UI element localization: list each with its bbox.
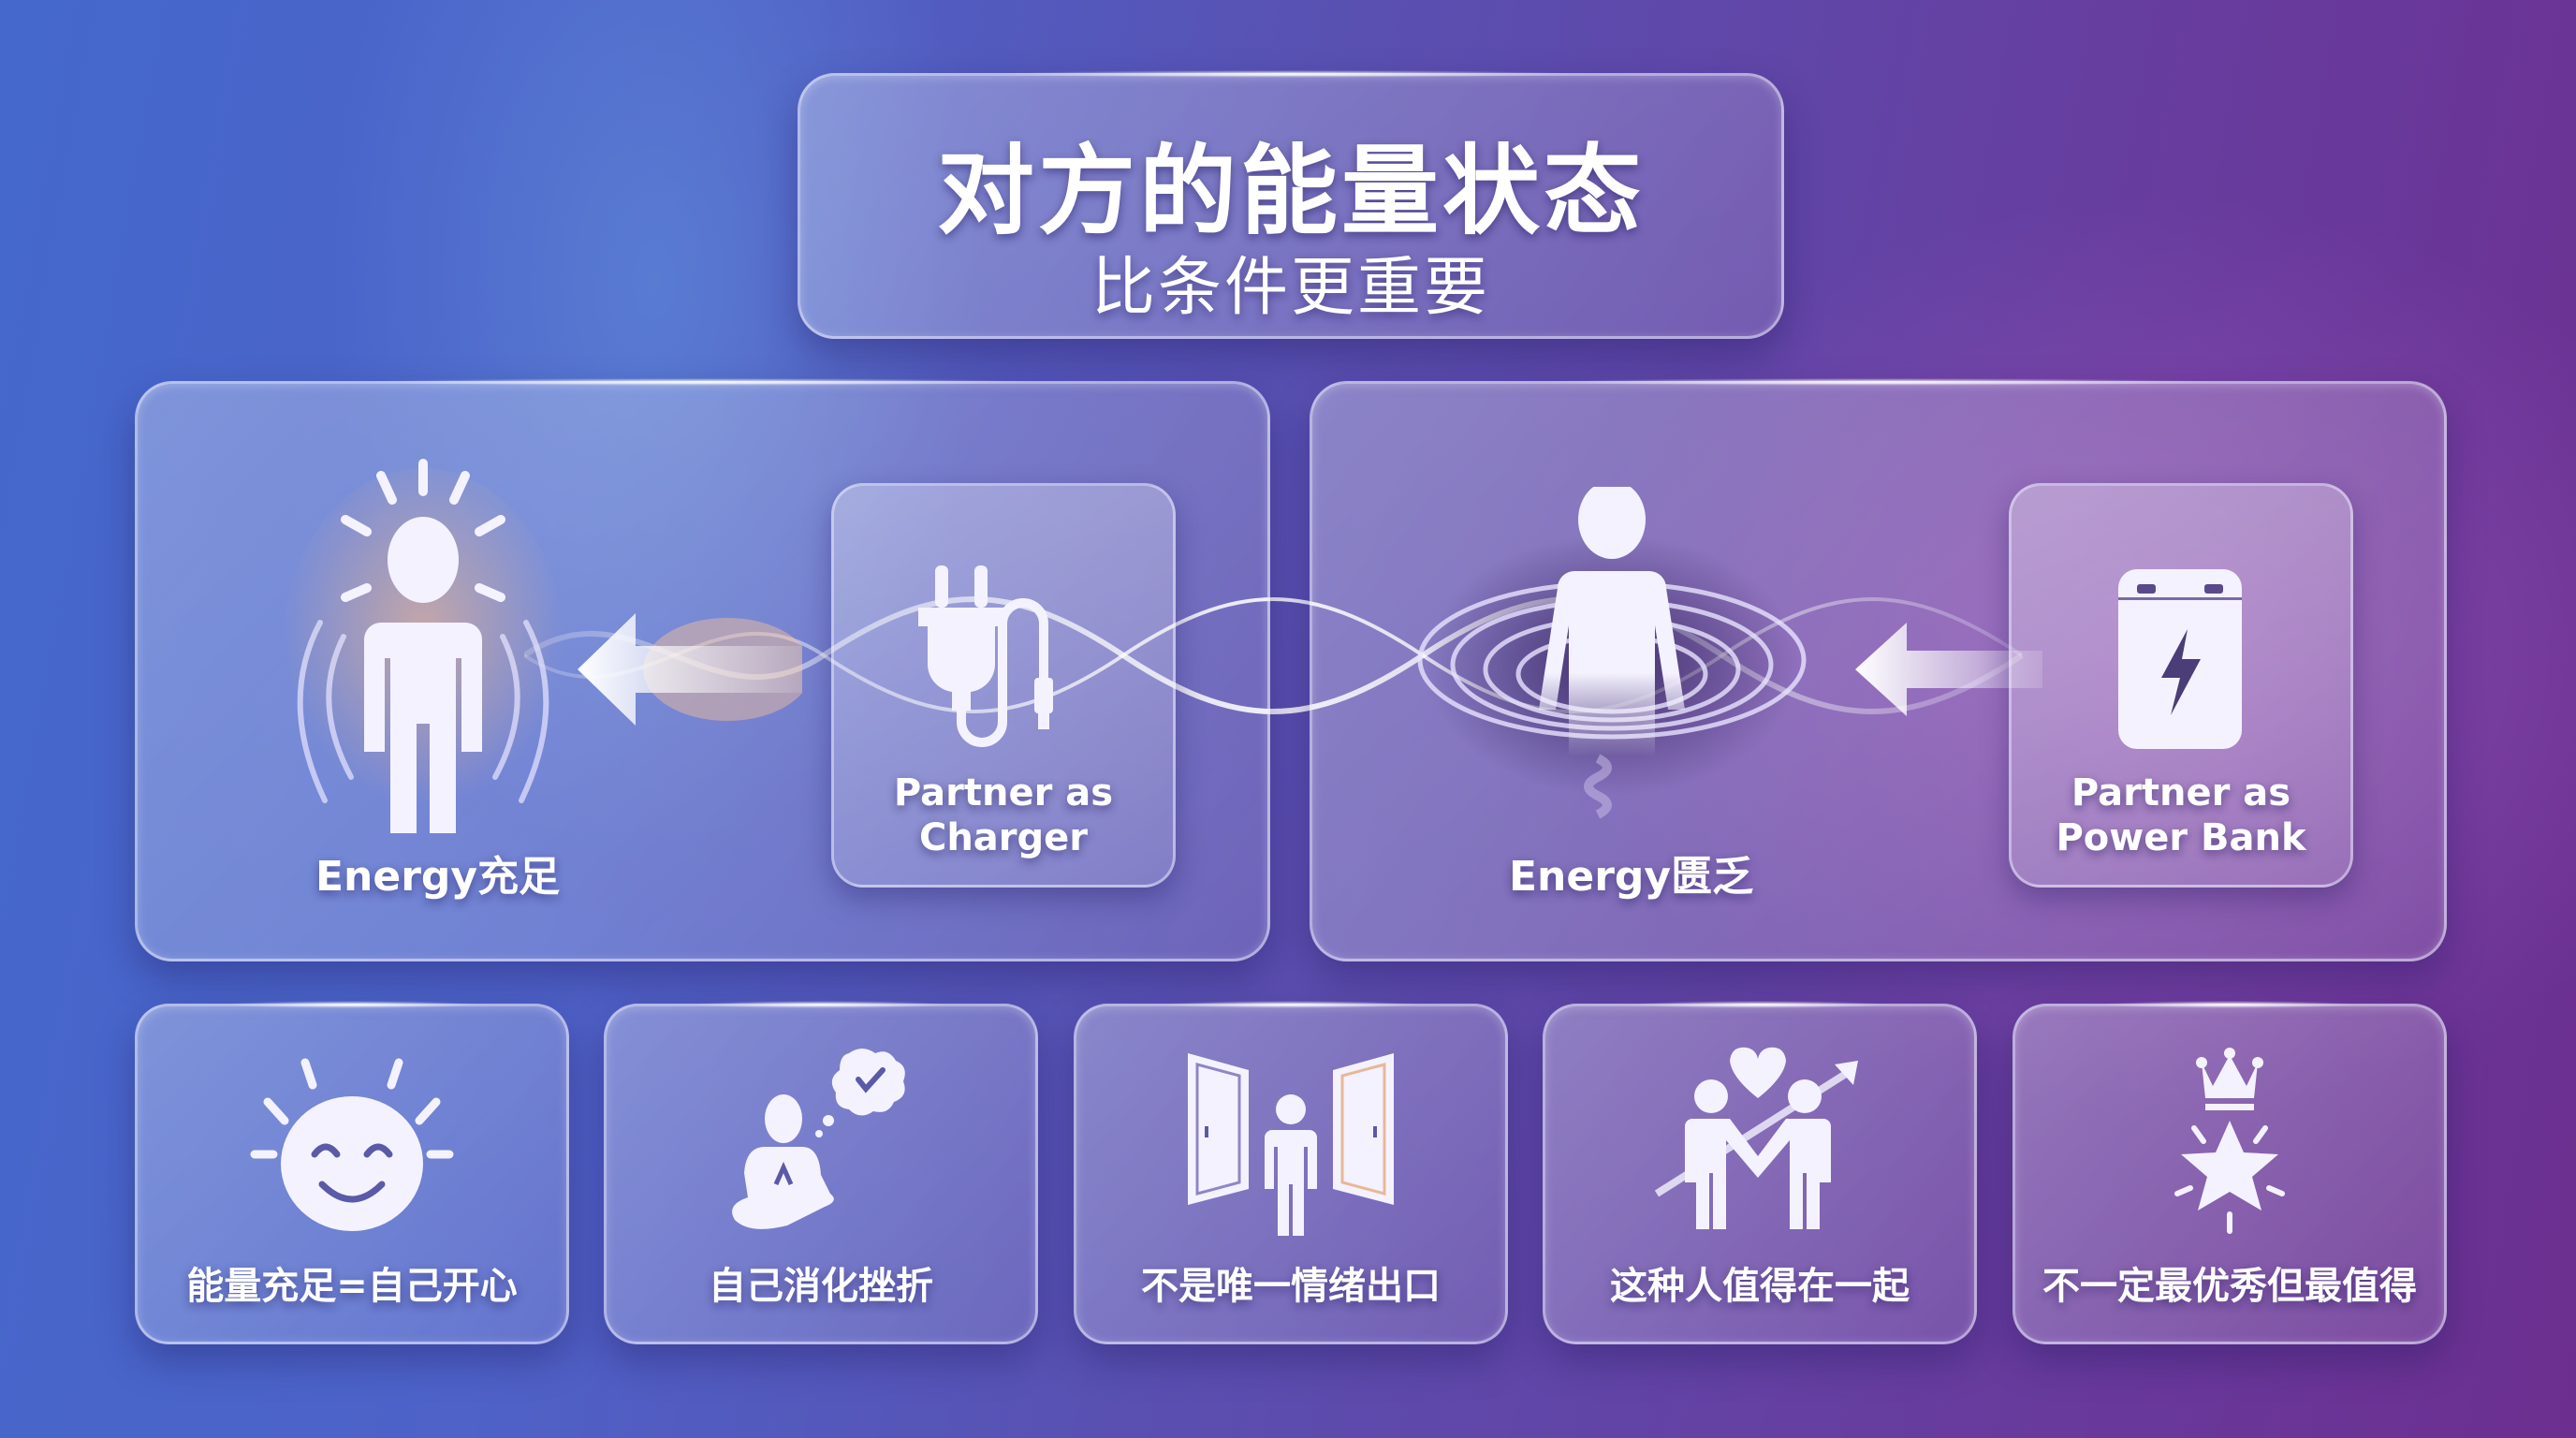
crowned-star-icon bbox=[2174, 1048, 2285, 1234]
power-bank-icon bbox=[2118, 569, 2242, 749]
plug-icon bbox=[918, 565, 1053, 747]
card-not-only-outlet: 不是唯一情绪出口 bbox=[1074, 1001, 1508, 1344]
energy-low-panel: Partner as Power Bank Energy匮乏 bbox=[1310, 378, 2447, 961]
arrow-left-icon bbox=[578, 613, 802, 726]
page-subtitle: 比条件更重要 bbox=[1090, 251, 1490, 325]
smiling-sun-face-icon bbox=[250, 1058, 454, 1231]
card-label: 不一定最优秀但最值得 bbox=[2042, 1265, 2417, 1308]
card-label: 自己消化挫折 bbox=[709, 1265, 933, 1308]
label-line2: Power Bank bbox=[2056, 816, 2306, 859]
partner-power-bank-card: Partner as Power Bank bbox=[2009, 483, 2353, 888]
energy-low-label: Energy匮乏 bbox=[1509, 853, 1754, 901]
card-label: 这种人值得在一起 bbox=[1610, 1265, 1910, 1308]
arrow-left-icon bbox=[1855, 623, 2042, 716]
card-self-digest: 自己消化挫折 bbox=[604, 1001, 1038, 1344]
energy-full-label: Energy充足 bbox=[315, 853, 561, 901]
page-title: 对方的能量状态 bbox=[936, 134, 1645, 248]
partner-power-bank-label: Partner as Power Bank bbox=[2012, 770, 2350, 860]
card-label: 能量充足=自己开心 bbox=[186, 1265, 518, 1308]
energy-full-panel: Partner as Charger Energy充足 bbox=[135, 378, 1270, 961]
label-line1: Partner as bbox=[2071, 771, 2291, 814]
partner-charger-label: Partner as Charger bbox=[834, 770, 1173, 860]
label-line1: Partner as bbox=[893, 771, 1114, 814]
title-box: 对方的能量状态 比条件更重要 bbox=[798, 70, 1784, 339]
card-worth-together: 这种人值得在一起 bbox=[1543, 1001, 1977, 1344]
meditating-person-icon bbox=[732, 1049, 905, 1229]
card-label: 不是唯一情绪出口 bbox=[1141, 1265, 1441, 1308]
label-line2: Charger bbox=[918, 816, 1089, 859]
card-most-worthy: 不一定最优秀但最值得 bbox=[2012, 1001, 2447, 1344]
partner-charger-card: Partner as Charger bbox=[831, 483, 1176, 888]
radiant-person-icon bbox=[283, 459, 564, 833]
person-between-doors-icon bbox=[1188, 1053, 1394, 1236]
person-in-vortex-icon bbox=[1417, 487, 1807, 819]
card-self-happy: 能量充足=自己开心 bbox=[135, 1001, 569, 1344]
couple-heart-growth-icon bbox=[1654, 1047, 1858, 1229]
